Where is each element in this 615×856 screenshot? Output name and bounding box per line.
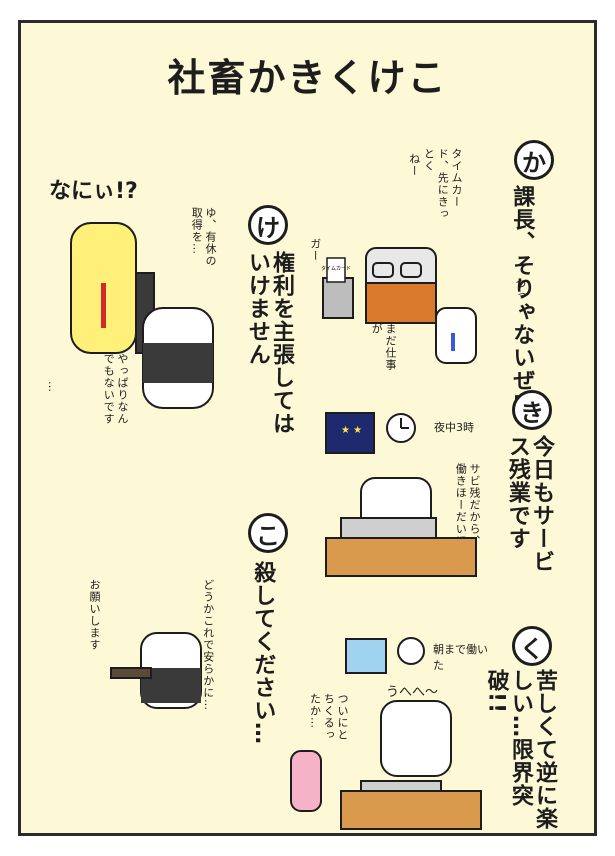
bubble-tochikurutta: ついにとちくるったか… [308, 693, 350, 741]
night-window [325, 412, 375, 454]
bubble-mada-shigoto: まだ仕事が [370, 323, 397, 371]
clock-note-morning: 朝まで働いた [433, 643, 488, 672]
letter-badge-ke: け [248, 205, 288, 245]
star-icon: ★ ★ [341, 425, 362, 436]
comic-page: 社畜かきくけこ か 課長、そりゃないぜ! タイムカード、先にきっとく ねー ガー… [18, 20, 597, 836]
clock-morning-icon [397, 637, 425, 665]
caption-ke: 権利を主張してはいけません [244, 251, 294, 435]
timecard-machine [322, 277, 354, 319]
bubble-gaa: ガー [308, 238, 322, 262]
caption-ko: 殺してください… [250, 561, 276, 745]
bubble-uhehe: うへへ〜 [386, 685, 439, 700]
bubble-yasuraka: どうかこれで安らかに… [201, 579, 215, 711]
bubble-dots: … [45, 381, 59, 393]
glasses-right [400, 262, 422, 278]
glasses-left [372, 262, 394, 278]
desk [325, 537, 477, 577]
resignation-envelope [110, 667, 152, 679]
illustration-ke [70, 222, 214, 409]
illustration-ko [110, 632, 202, 709]
small-cat-tie [451, 333, 455, 351]
desk-2 [340, 790, 482, 830]
bubble-yukyu: ゆ、有休の取得を… [190, 207, 217, 267]
timecard-label: タイムカード [321, 265, 351, 272]
grey-cat-suit [143, 343, 213, 383]
timecard [326, 257, 346, 283]
letter-badge-ki: き [512, 390, 552, 430]
caption-ki: 今日もサービス残業です [504, 435, 554, 573]
illustration-ku [290, 637, 482, 830]
illustration-ka: タイムカード [321, 247, 477, 364]
boss-vest [365, 282, 437, 324]
letter-badge-ko: こ [248, 513, 288, 553]
bubble-tsutsu: つっ [513, 278, 527, 302]
page-title: 社畜かきくけこ [167, 56, 448, 100]
bubble-nandemonai: やっぱりなんでもないです [102, 353, 129, 425]
caption-ku: 苦しくて逆に楽しい…限界突破!! [483, 669, 557, 830]
bubble-onegai: お願いします [88, 579, 101, 651]
red-tie [101, 283, 106, 328]
bubble-ne: ねー [407, 153, 421, 177]
dazed-cat [380, 700, 452, 777]
small-cat [435, 307, 477, 364]
day-window [345, 638, 387, 674]
letter-badge-ku: く [512, 626, 552, 666]
pink-rabbit [290, 750, 322, 812]
caption-ka: 課長、そりゃないぜ! [509, 185, 535, 404]
bubble-timecard: タイムカード、先にきっとく [422, 148, 464, 220]
bubble-sabizan: サビ残だから、働きほーだい! [454, 463, 481, 547]
letter-badge-ka: か [514, 140, 554, 180]
bubble-nani: なにぃ!? [49, 179, 138, 204]
illustration-ki: ★ ★ [325, 412, 477, 577]
clock-note-midnight: 夜中3時 [434, 421, 474, 434]
